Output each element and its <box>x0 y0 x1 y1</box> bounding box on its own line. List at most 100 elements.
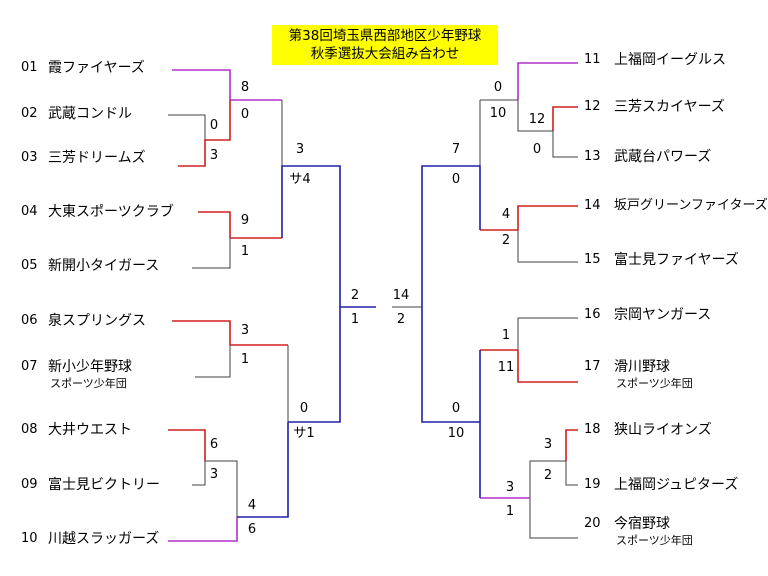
bracket-line <box>517 350 578 383</box>
title-line-2: 秋季選抜大会組み合わせ <box>310 46 460 62</box>
score-label: 0 <box>451 172 461 187</box>
score-label: 10 <box>489 106 507 121</box>
team-number: 13 <box>584 149 601 164</box>
score-label: 7 <box>451 142 461 157</box>
score-label: 2 <box>350 288 360 303</box>
team-name: 大東スポーツクラブ <box>48 204 174 220</box>
bracket-line <box>168 517 238 542</box>
team-name: 富士見ファイヤーズ <box>614 252 739 268</box>
team-name: 武蔵台パワーズ <box>614 149 712 165</box>
bracket-line <box>237 422 289 518</box>
team-number: 08 <box>21 422 38 437</box>
bracket-line <box>168 114 206 140</box>
bracket-line <box>565 429 578 461</box>
score-label: 3 <box>295 142 305 157</box>
score-label: 1 <box>240 352 250 367</box>
score-label: 14 <box>392 288 410 303</box>
score-label: 0 <box>532 142 542 157</box>
bracket-line <box>172 69 231 100</box>
team-number: 07 <box>21 359 38 374</box>
score-label: 1 <box>501 328 511 343</box>
score-label: 3 <box>209 467 219 482</box>
team-name: 新小少年野球 <box>48 359 132 375</box>
score-label: 1 <box>350 312 360 327</box>
team-number: 18 <box>584 422 601 437</box>
team-name: 上福岡イーグルス <box>614 52 726 68</box>
score-label: 3 <box>543 437 553 452</box>
score-label: 4 <box>501 207 511 222</box>
team-number: 04 <box>21 204 38 219</box>
score-label: 3 <box>240 323 250 338</box>
score-label: 8 <box>240 80 250 95</box>
score-label: 3 <box>209 148 219 163</box>
team-number: 01 <box>21 60 38 75</box>
bracket-line <box>198 211 231 238</box>
bracket-line <box>517 230 578 263</box>
score-label: 12 <box>528 112 546 127</box>
team-number: 11 <box>584 52 601 67</box>
score-label: 0 <box>299 401 309 416</box>
bracket-line <box>178 100 231 167</box>
bracket-line <box>421 307 481 498</box>
bracket-line <box>192 238 231 269</box>
team-name: 武蔵コンドル <box>48 106 132 122</box>
team-subtitle: スポーツ少年団 <box>616 534 693 547</box>
team-name: 泉スプリングス <box>48 313 146 329</box>
score-label: 6 <box>247 522 257 537</box>
score-label: 0 <box>493 80 503 95</box>
team-name: 三芳ドリームズ <box>48 150 146 166</box>
score-label: 2 <box>396 312 406 327</box>
score-label: 1 <box>505 504 515 519</box>
score-label: 3 <box>505 480 515 495</box>
bracket-line <box>421 165 481 307</box>
team-number: 03 <box>21 150 38 165</box>
bracket-line <box>517 62 578 100</box>
team-name: 大井ウエスト <box>48 422 132 438</box>
team-subtitle: スポーツ少年団 <box>50 377 127 390</box>
team-name: 宗岡ヤンガース <box>614 307 712 323</box>
bracket-line <box>205 460 238 517</box>
score-label: サ1 <box>293 426 315 441</box>
team-number: 16 <box>584 307 601 322</box>
score-label: 10 <box>447 426 465 441</box>
score-label: サ4 <box>289 172 311 187</box>
bracket-line <box>529 498 578 539</box>
team-name: 富士見ビクトリー <box>48 477 160 493</box>
score-label: 2 <box>543 468 553 483</box>
bracket-line <box>172 320 231 345</box>
team-number: 19 <box>584 477 601 492</box>
bracket-line <box>552 131 578 158</box>
title-line-1: 第38回埼玉県西部地区少年野球 <box>288 28 482 44</box>
bracket-line <box>517 317 578 350</box>
score-label: 9 <box>240 213 250 228</box>
team-name: 狭山ライオンズ <box>614 422 712 438</box>
score-label: 1 <box>240 244 250 259</box>
score-label: 6 <box>209 437 219 452</box>
team-name: 新開小タイガース <box>48 258 160 274</box>
team-name: 上福岡ジュピターズ <box>614 477 739 493</box>
team-name: 今宿野球 <box>614 516 670 532</box>
score-label: 11 <box>497 360 515 375</box>
score-label: 0 <box>209 118 219 133</box>
team-name: 滑川野球 <box>614 359 670 375</box>
score-label: 2 <box>501 233 511 248</box>
bracket-line <box>192 461 206 486</box>
team-number: 15 <box>584 252 601 267</box>
bracket-line <box>281 165 341 307</box>
team-number: 06 <box>21 313 38 328</box>
score-label: 4 <box>247 498 257 513</box>
team-number: 05 <box>21 258 38 273</box>
score-label: 0 <box>240 107 250 122</box>
team-subtitle: スポーツ少年団 <box>616 377 693 390</box>
team-number: 17 <box>584 359 601 374</box>
team-name: 川越スラッガーズ <box>48 531 160 547</box>
bracket-line <box>552 106 578 131</box>
bracket-line <box>517 100 553 132</box>
tournament-title: 第38回埼玉県西部地区少年野球 秋季選抜大会組み合わせ <box>272 25 498 65</box>
bracket-line <box>565 461 578 486</box>
team-number: 12 <box>584 99 601 114</box>
team-number: 14 <box>584 198 601 213</box>
bracket-line <box>288 307 341 423</box>
bracket-line <box>195 345 231 378</box>
